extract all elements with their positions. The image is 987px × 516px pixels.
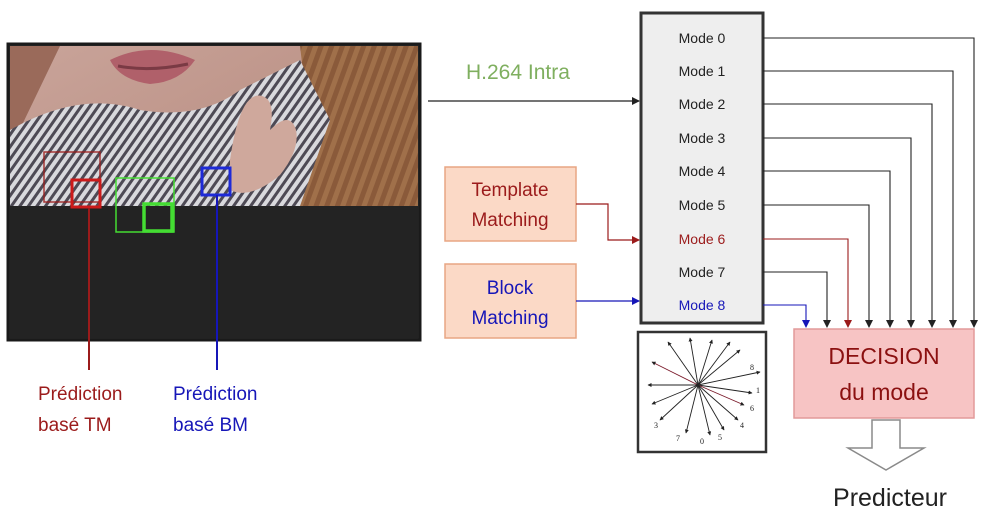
direction-number: 8 <box>750 363 754 372</box>
direction-origin <box>696 383 700 387</box>
decision-line2: du mode <box>839 379 929 405</box>
mode-2-connector <box>763 103 936 328</box>
prediction-bm-line2: basé BM <box>173 415 248 436</box>
mode-7-connector <box>763 271 831 328</box>
direction-ray <box>659 384 699 421</box>
down-arrow-icon <box>845 419 927 471</box>
direction-ray <box>684 384 699 434</box>
direction-ray <box>697 384 753 395</box>
direction-number: 0 <box>700 437 704 446</box>
mode-label-6: Mode 6 <box>679 231 726 247</box>
green-match-block <box>142 202 174 233</box>
mode-label-0: Mode 0 <box>679 30 726 46</box>
direction-ray <box>697 384 745 406</box>
mode-5-connector <box>763 204 873 328</box>
mode-0-connector <box>763 37 978 328</box>
predictor-label: Predicteur <box>833 484 947 512</box>
direction-ray <box>697 384 725 431</box>
direction-ray <box>697 341 731 386</box>
mode-6-connector <box>763 238 852 328</box>
template-matching-line2: Matching <box>471 210 548 231</box>
prediction-tm-line1: Prédiction <box>38 384 123 405</box>
direction-rays <box>647 337 761 436</box>
direction-ray <box>697 349 741 386</box>
mode-4-connector <box>763 170 894 328</box>
mode-label-4: Mode 4 <box>679 163 726 179</box>
direction-ray <box>697 384 712 436</box>
mode-label-7: Mode 7 <box>679 264 726 280</box>
mode-connectors <box>763 37 978 328</box>
direction-number: 1 <box>756 386 760 395</box>
mode-label-2: Mode 2 <box>679 96 726 112</box>
decision-line1: DECISION <box>828 343 939 369</box>
direction-number: 4 <box>740 421 744 430</box>
mode-label-5: Mode 5 <box>679 197 726 213</box>
direction-ray <box>688 337 699 386</box>
prediction-bm-line1: Prédiction <box>173 384 258 405</box>
template-matching-line1: Template <box>471 180 548 201</box>
direction-number: 7 <box>676 434 680 443</box>
direction-labels: 8 164 5 0 7 3 <box>654 363 760 446</box>
mode-3-connector <box>763 137 915 328</box>
tm-target-block <box>70 178 102 209</box>
direction-number: 3 <box>654 421 658 430</box>
direction-ray <box>651 384 699 405</box>
direction-ray <box>697 384 739 421</box>
mode-label-1: Mode 1 <box>679 63 726 79</box>
direction-ray <box>697 339 713 386</box>
direction-number: 5 <box>718 433 722 442</box>
direction-number: 6 <box>750 404 754 413</box>
mode-list: Mode 0 Mode 1 Mode 2 Mode 3 Mode 4 Mode 5 Mode… <box>679 30 726 313</box>
h264-intra-label: H.264 Intra <box>466 61 570 84</box>
mode-1-connector <box>763 70 957 328</box>
direction-ray <box>651 361 699 386</box>
direction-ray <box>667 341 699 386</box>
mode-label-3: Mode 3 <box>679 130 726 146</box>
block-matching-line2: Matching <box>471 308 548 329</box>
block-matching-line1: Block <box>487 278 534 299</box>
decision-box <box>793 328 975 419</box>
image-dark-area <box>10 206 418 338</box>
modes-box <box>639 11 765 325</box>
mode-8-connector <box>763 304 810 328</box>
prediction-tm-line2: basé TM <box>38 415 112 436</box>
direction-ray <box>697 370 761 386</box>
image-panel <box>6 42 422 342</box>
tm-to-mode6-arrow <box>576 203 640 244</box>
mode-label-8: Mode 8 <box>679 297 726 313</box>
